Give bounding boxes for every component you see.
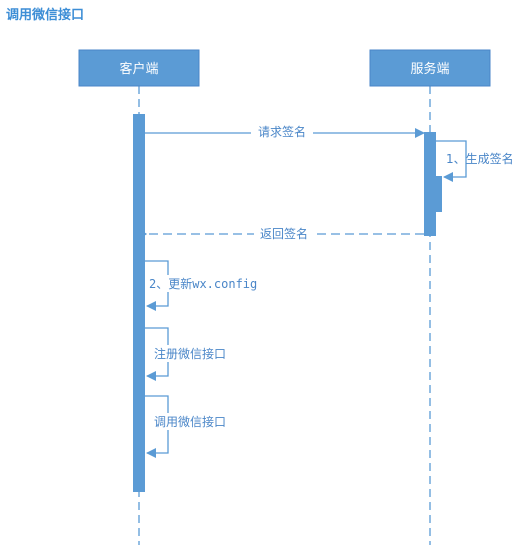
message-request-signature-label: 请求签名 [258,124,306,139]
client-activation [133,114,145,492]
server-self-activation [436,176,442,212]
diagram-title: 调用微信接口 [6,8,85,23]
server-activation [424,132,436,236]
message-generate-signature-label: 1、生成签名 [446,151,514,166]
actor-server-label: 服务端 [410,61,449,77]
actor-client: 客户端 [78,49,200,87]
actor-server: 服务端 [369,49,491,87]
message-return-signature-label: 返回签名 [260,226,308,241]
message-call-interface-label: 调用微信接口 [154,414,226,429]
message-register-interface-label: 注册微信接口 [154,346,226,361]
message-update-config-label: 2、更新wx.config [149,276,257,291]
message-generate-signature [436,140,467,182]
actor-client-label: 客户端 [119,61,158,77]
